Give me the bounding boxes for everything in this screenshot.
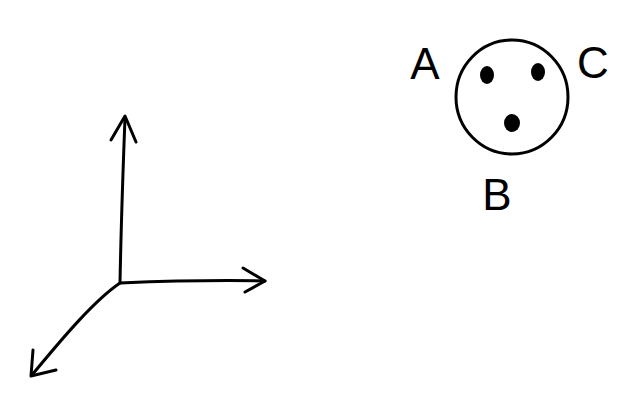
axis-arrowhead — [243, 268, 265, 292]
vertical-axis — [120, 118, 125, 283]
axis-arrowhead — [111, 116, 136, 142]
horizontal-axis — [120, 281, 265, 283]
dot — [531, 63, 545, 81]
depth-axis — [32, 283, 120, 375]
point-label: C — [577, 41, 609, 85]
face-figure — [456, 40, 568, 154]
point-label: B — [482, 173, 511, 217]
axes — [31, 116, 265, 376]
point-label: A — [410, 42, 439, 86]
circle-outline — [456, 40, 568, 154]
dot — [480, 66, 494, 84]
axis-arrowhead — [31, 350, 56, 376]
dot — [504, 114, 520, 132]
